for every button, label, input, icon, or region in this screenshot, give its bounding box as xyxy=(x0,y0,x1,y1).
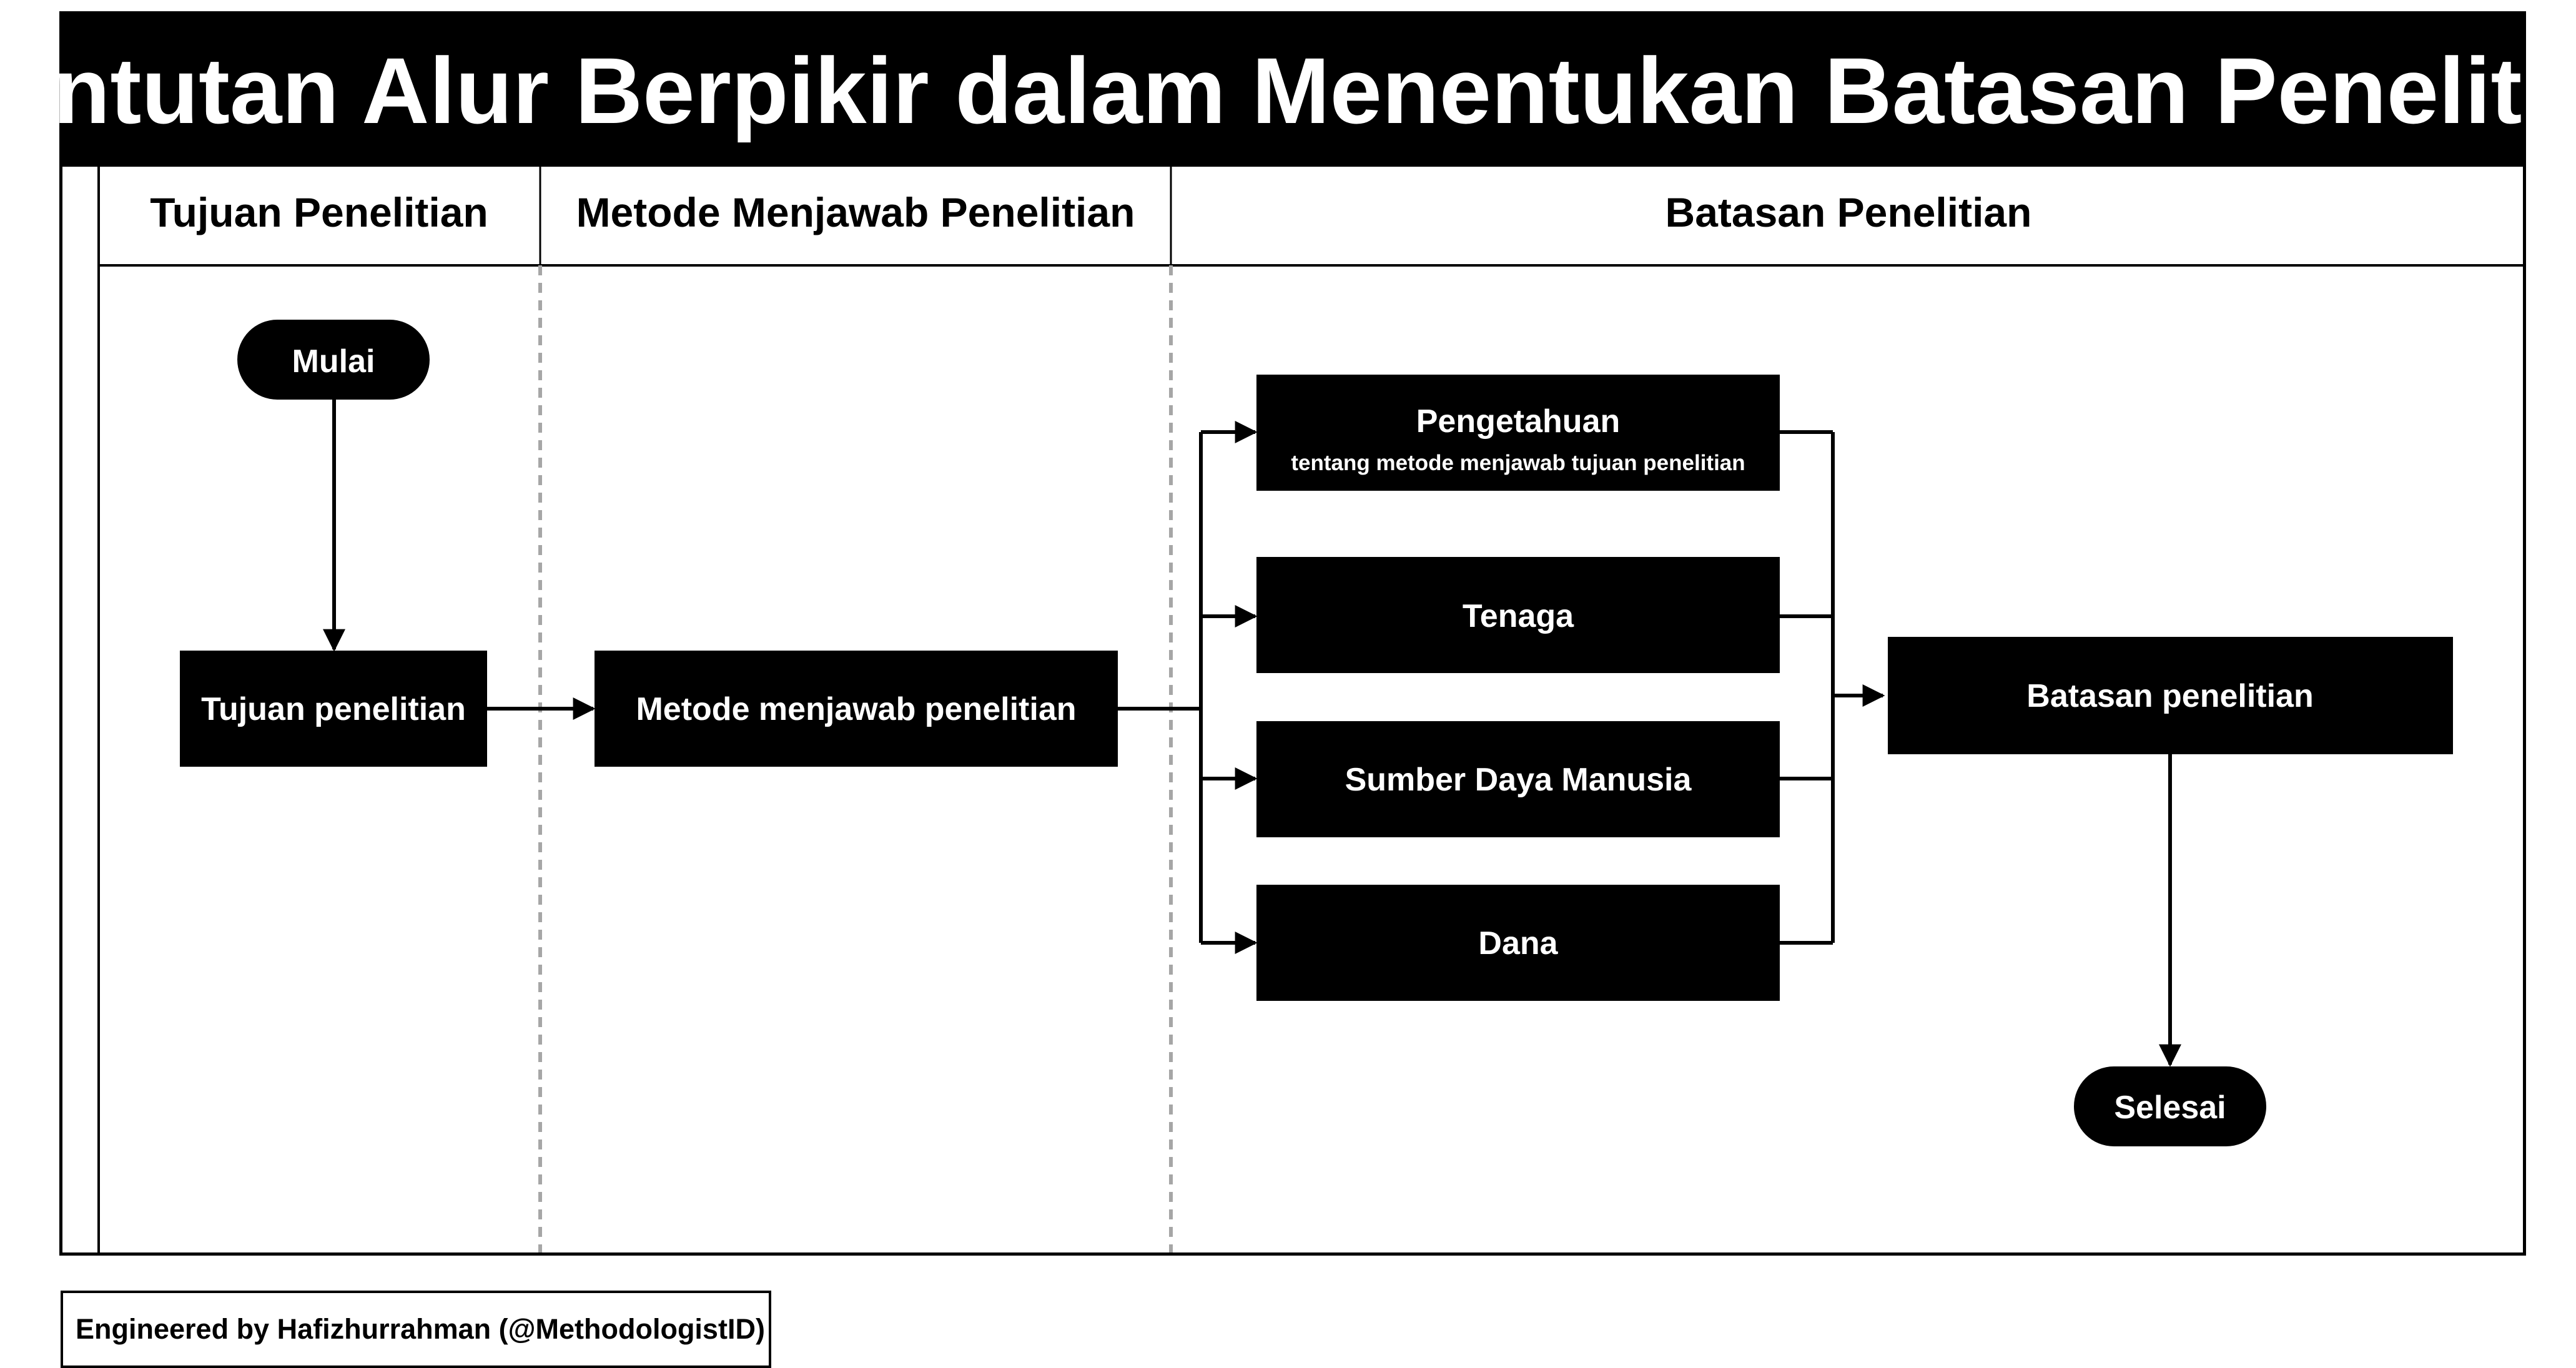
pengetahuan-node-label: Pengetahuan xyxy=(1416,403,1621,440)
tenaga-node-label: Tenaga xyxy=(1463,598,1574,634)
sdm-node-label: Sumber Daya Manusia xyxy=(1345,762,1692,798)
dana-node-label: Dana xyxy=(1478,925,1558,962)
tujuan-node-label: Tujuan penelitian xyxy=(201,691,466,727)
lane-header-batasan: Batasan Penelitian xyxy=(1666,189,2032,235)
metode-node: Metode menjawab penelitian xyxy=(595,651,1118,767)
tujuan-node: Tujuan penelitian xyxy=(180,651,487,767)
metode-node-label: Metode menjawab penelitian xyxy=(636,691,1076,727)
batasan-node: Batasan penelitian xyxy=(1888,637,2453,754)
connectors xyxy=(323,400,2181,1067)
credit-text: Engineered by Hafizhurrahman (@Methodolo… xyxy=(76,1313,765,1345)
diagram-frame: Runtutan Alur Berpikir dalam Menentukan … xyxy=(0,11,2576,1256)
pengetahuan-node: Pengetahuan tentang metode menjawab tuju… xyxy=(1256,375,1780,491)
start-node: Mulai xyxy=(237,320,430,400)
end-node: Selesai xyxy=(2074,1066,2266,1146)
batasan-node-label: Batasan penelitian xyxy=(2026,678,2313,714)
diagram-title: Runtutan Alur Berpikir dalam Menentukan … xyxy=(0,14,2576,167)
credit-box: Engineered by Hafizhurrahman (@Methodolo… xyxy=(61,1291,771,1368)
tenaga-node: Tenaga xyxy=(1256,557,1780,673)
end-node-label: Selesai xyxy=(2114,1090,2226,1126)
pengetahuan-node-sublabel: tentang metode menjawab tujuan penelitia… xyxy=(1291,451,1745,475)
sdm-node: Sumber Daya Manusia xyxy=(1256,721,1780,837)
start-node-label: Mulai xyxy=(292,343,375,380)
dana-node: Dana xyxy=(1256,885,1780,1001)
lane-header-tujuan: Tujuan Penelitian xyxy=(150,189,488,235)
lane-header-metode: Metode Menjawab Penelitian xyxy=(576,189,1135,235)
